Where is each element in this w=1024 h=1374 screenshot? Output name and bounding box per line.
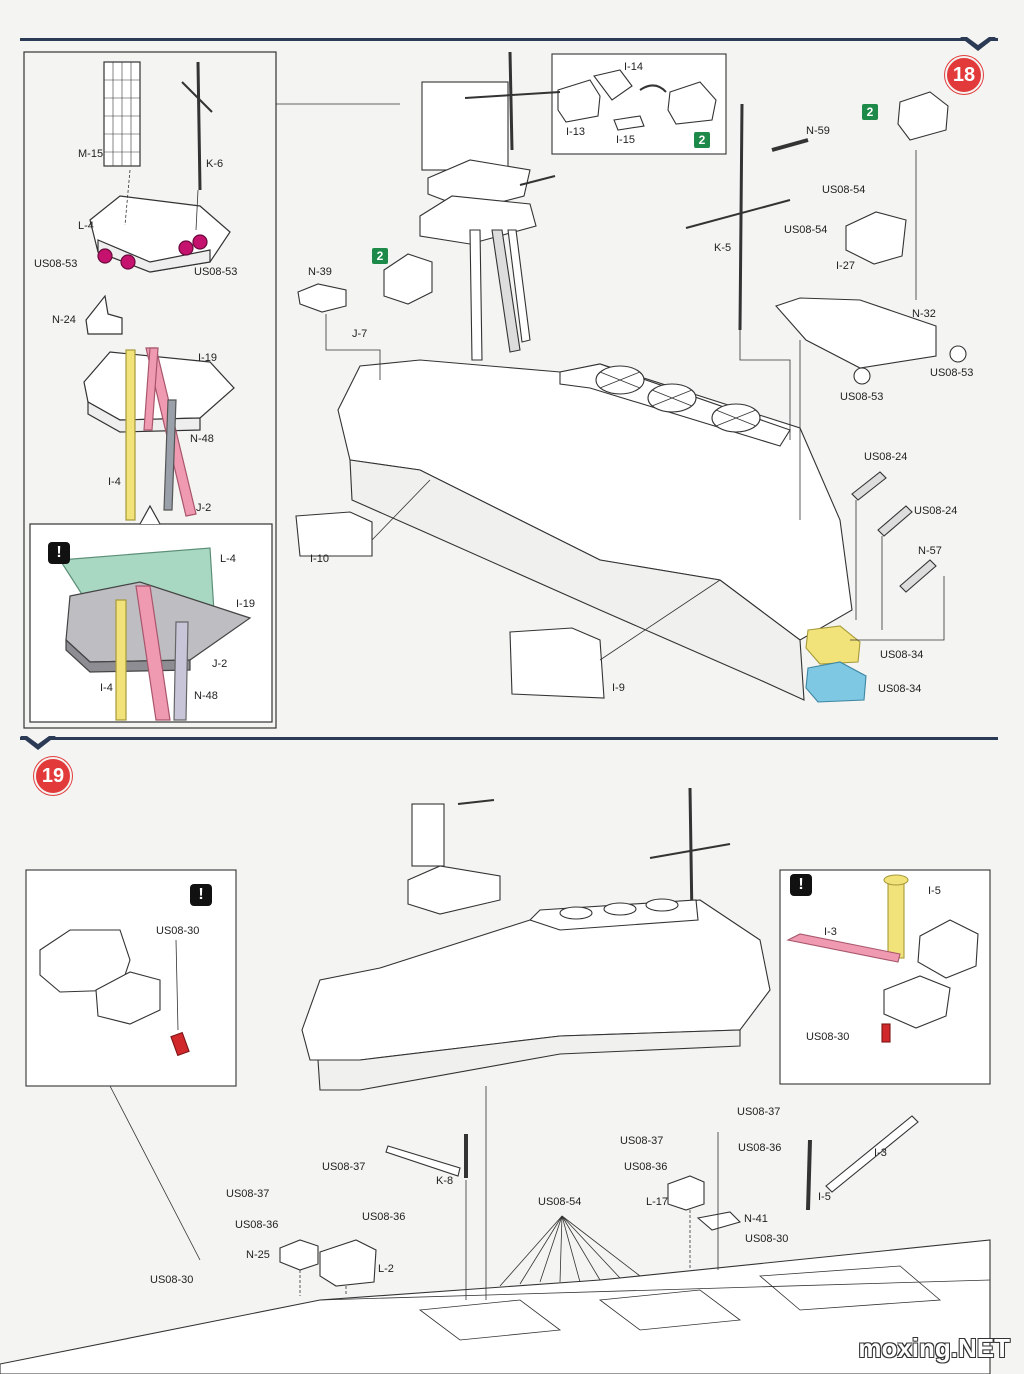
part-label: I-19	[198, 352, 217, 364]
part-label: US08-53	[930, 367, 974, 379]
part-label: K-6	[206, 158, 224, 170]
ladder-part	[163, 399, 177, 511]
part-label: US08-30	[806, 1031, 850, 1043]
part-label: I-9	[612, 682, 625, 694]
part-label: J-2	[212, 658, 228, 670]
part-label: I-13	[566, 126, 585, 138]
blue-bracket	[805, 661, 867, 703]
part-label: I-4	[108, 476, 121, 488]
part-label: I-5	[928, 885, 941, 897]
part-label: US08-54	[784, 224, 828, 236]
part-label: N-48	[194, 690, 218, 702]
part-label: US08-34	[878, 683, 922, 695]
part-label: US08-34	[880, 649, 924, 661]
part-label: L-2	[378, 1263, 394, 1275]
quantity-badge: 2	[694, 132, 710, 148]
part-label: US08-30	[150, 1274, 194, 1286]
quantity-badge: 2	[372, 248, 388, 264]
part-label: N-57	[918, 545, 942, 557]
part-label: I-15	[616, 134, 635, 146]
part-label: I-19	[236, 598, 255, 610]
part-label: I-14	[624, 61, 643, 73]
part-label: US08-36	[624, 1161, 668, 1173]
chevron-down-icon	[20, 736, 56, 750]
part-label: L-4	[78, 220, 94, 232]
part-label: K-5	[714, 242, 732, 254]
part-label: L-17	[646, 1196, 669, 1208]
part-label: I-10	[310, 553, 329, 565]
part-label: US08-54	[538, 1196, 582, 1208]
mid-rule	[20, 737, 998, 740]
top-rule	[20, 38, 998, 41]
part-label: I-4	[100, 682, 113, 694]
watermark-logo: moxing.NET	[858, 1333, 1010, 1363]
part-label: N-41	[744, 1213, 768, 1225]
part-label: US08-53	[840, 391, 884, 403]
part-label: K-8	[436, 1175, 454, 1187]
step-number-18: 18	[945, 56, 983, 94]
part-label: US08-24	[864, 451, 908, 463]
part-label: L-4	[220, 553, 236, 565]
part-label: N-59	[806, 125, 830, 137]
part-label: I-27	[836, 260, 855, 272]
pink-brace	[143, 347, 159, 431]
warning-icon: !	[48, 542, 70, 564]
hull-side	[349, 459, 805, 701]
part-label: M-15	[78, 148, 104, 160]
warning-icon: !	[190, 884, 212, 906]
part-label: US08-53	[194, 266, 238, 278]
part-label: N-39	[308, 266, 332, 278]
part-label: US08-36	[235, 1219, 279, 1231]
part-label: US08-53	[34, 258, 78, 270]
part-label: N-25	[246, 1249, 270, 1261]
part-label: I-5	[818, 1191, 831, 1203]
part-label: J-7	[352, 328, 368, 340]
subassembly-panel	[23, 51, 277, 729]
part-label: US08-37	[620, 1135, 664, 1147]
part-label: US08-36	[738, 1142, 782, 1154]
detail-inset-right	[779, 869, 991, 1085]
yellow-bracket	[805, 625, 861, 665]
quantity-badge: 2	[862, 104, 878, 120]
part-label: US08-54	[822, 184, 866, 196]
part-label: US08-30	[156, 925, 200, 937]
part-label: US08-24	[914, 505, 958, 517]
part-label: US08-37	[737, 1106, 781, 1118]
part-label: N-24	[52, 314, 76, 326]
part-label: US08-37	[226, 1188, 270, 1200]
part-label: I-3	[874, 1147, 887, 1159]
part-label: J-2	[196, 502, 212, 514]
part-label: I-3	[824, 926, 837, 938]
step-number-19: 19	[34, 757, 72, 795]
chevron-down-icon	[960, 37, 996, 51]
part-label: N-48	[190, 433, 214, 445]
red-part	[170, 1031, 190, 1057]
yellow-pole	[125, 349, 136, 521]
part-label: N-32	[912, 308, 936, 320]
part-label: US08-37	[322, 1161, 366, 1173]
warning-icon: !	[790, 874, 812, 896]
part-label: US08-30	[745, 1233, 789, 1245]
part-label: US08-36	[362, 1211, 406, 1223]
